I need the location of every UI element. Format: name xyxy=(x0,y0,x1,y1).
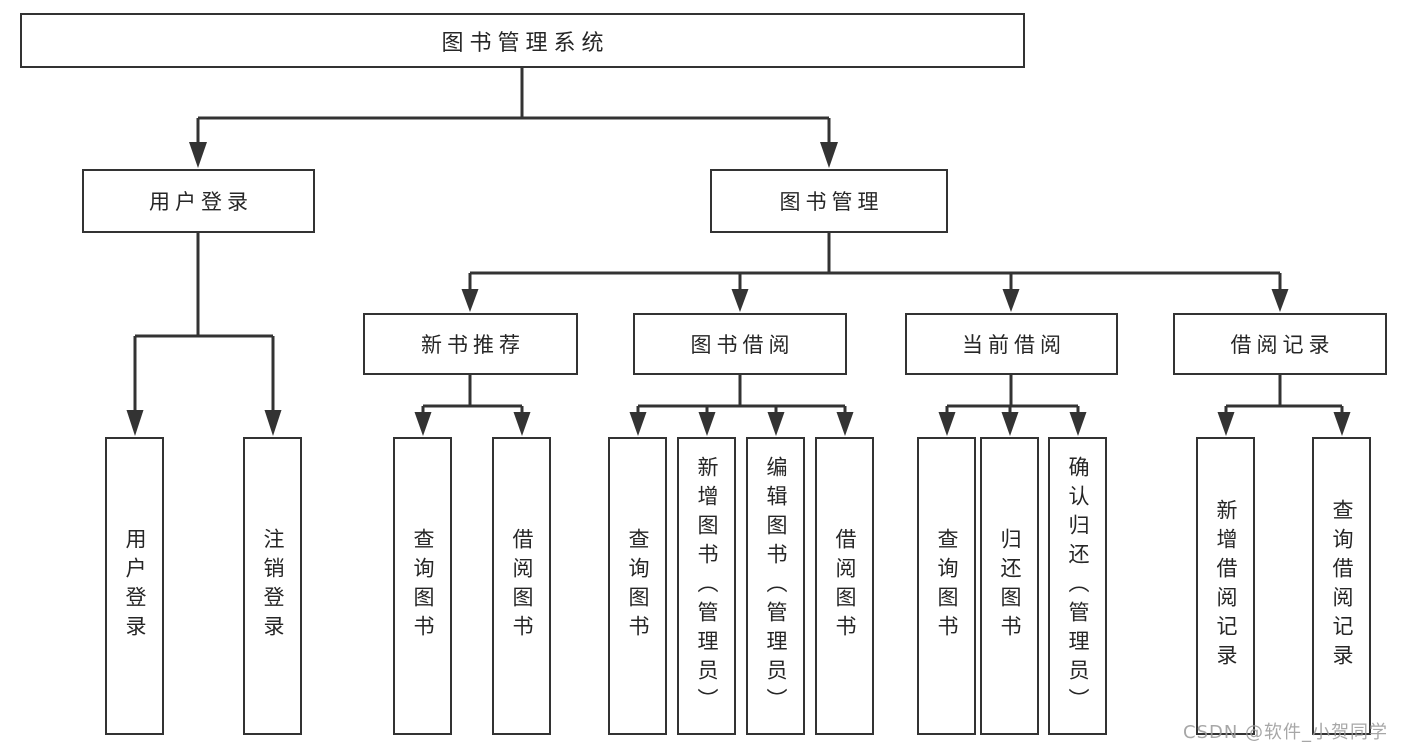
leaf-add-book-admin-label: 新增图书（管理员） xyxy=(695,455,719,717)
leaf-query-borrow-record: 查询借阅记录 xyxy=(1312,437,1371,735)
leaf-borrow-books-borrowing-label: 借阅图书 xyxy=(833,528,857,644)
leaf-user-login: 用户登录 xyxy=(105,437,164,735)
leaf-borrow-books-recommend-label: 借阅图书 xyxy=(510,528,534,644)
node-user-login: 用户登录 xyxy=(82,169,315,233)
leaf-return-book: 归还图书 xyxy=(980,437,1039,735)
leaf-return-book-label: 归还图书 xyxy=(998,528,1022,644)
node-current-borrowing: 当前借阅 xyxy=(905,313,1118,375)
leaf-query-books-borrowing: 查询图书 xyxy=(608,437,667,735)
leaf-query-books-recommend-label: 查询图书 xyxy=(411,528,435,644)
leaf-edit-book-admin-label: 编辑图书（管理员） xyxy=(764,455,788,717)
node-library-management-system: 图书管理系统 xyxy=(20,13,1025,68)
leaf-confirm-return-admin: 确认归还（管理员） xyxy=(1048,437,1107,735)
csdn-watermark: CSDN @软件_小贺同学 xyxy=(1183,722,1389,743)
leaf-borrow-books-recommend: 借阅图书 xyxy=(492,437,551,735)
leaf-add-borrow-record-label: 新增借阅记录 xyxy=(1214,499,1238,673)
leaf-user-login-label: 用户登录 xyxy=(123,528,147,644)
leaf-query-books-current: 查询图书 xyxy=(917,437,976,735)
leaf-add-book-admin: 新增图书（管理员） xyxy=(677,437,736,735)
node-new-book-recommendation: 新书推荐 xyxy=(363,313,578,375)
leaf-add-borrow-record: 新增借阅记录 xyxy=(1196,437,1255,735)
leaf-logout: 注销登录 xyxy=(243,437,302,735)
leaf-confirm-return-admin-label: 确认归还（管理员） xyxy=(1066,455,1090,717)
leaf-query-books-borrowing-label: 查询图书 xyxy=(626,528,650,644)
leaf-edit-book-admin: 编辑图书（管理员） xyxy=(746,437,805,735)
leaf-query-books-recommend: 查询图书 xyxy=(393,437,452,735)
node-book-borrowing: 图书借阅 xyxy=(633,313,847,375)
leaf-logout-label: 注销登录 xyxy=(261,528,285,644)
node-book-management: 图书管理 xyxy=(710,169,948,233)
leaf-query-books-current-label: 查询图书 xyxy=(935,528,959,644)
leaf-borrow-books-borrowing: 借阅图书 xyxy=(815,437,874,735)
leaf-query-borrow-record-label: 查询借阅记录 xyxy=(1330,499,1354,673)
node-borrowing-records: 借阅记录 xyxy=(1173,313,1387,375)
